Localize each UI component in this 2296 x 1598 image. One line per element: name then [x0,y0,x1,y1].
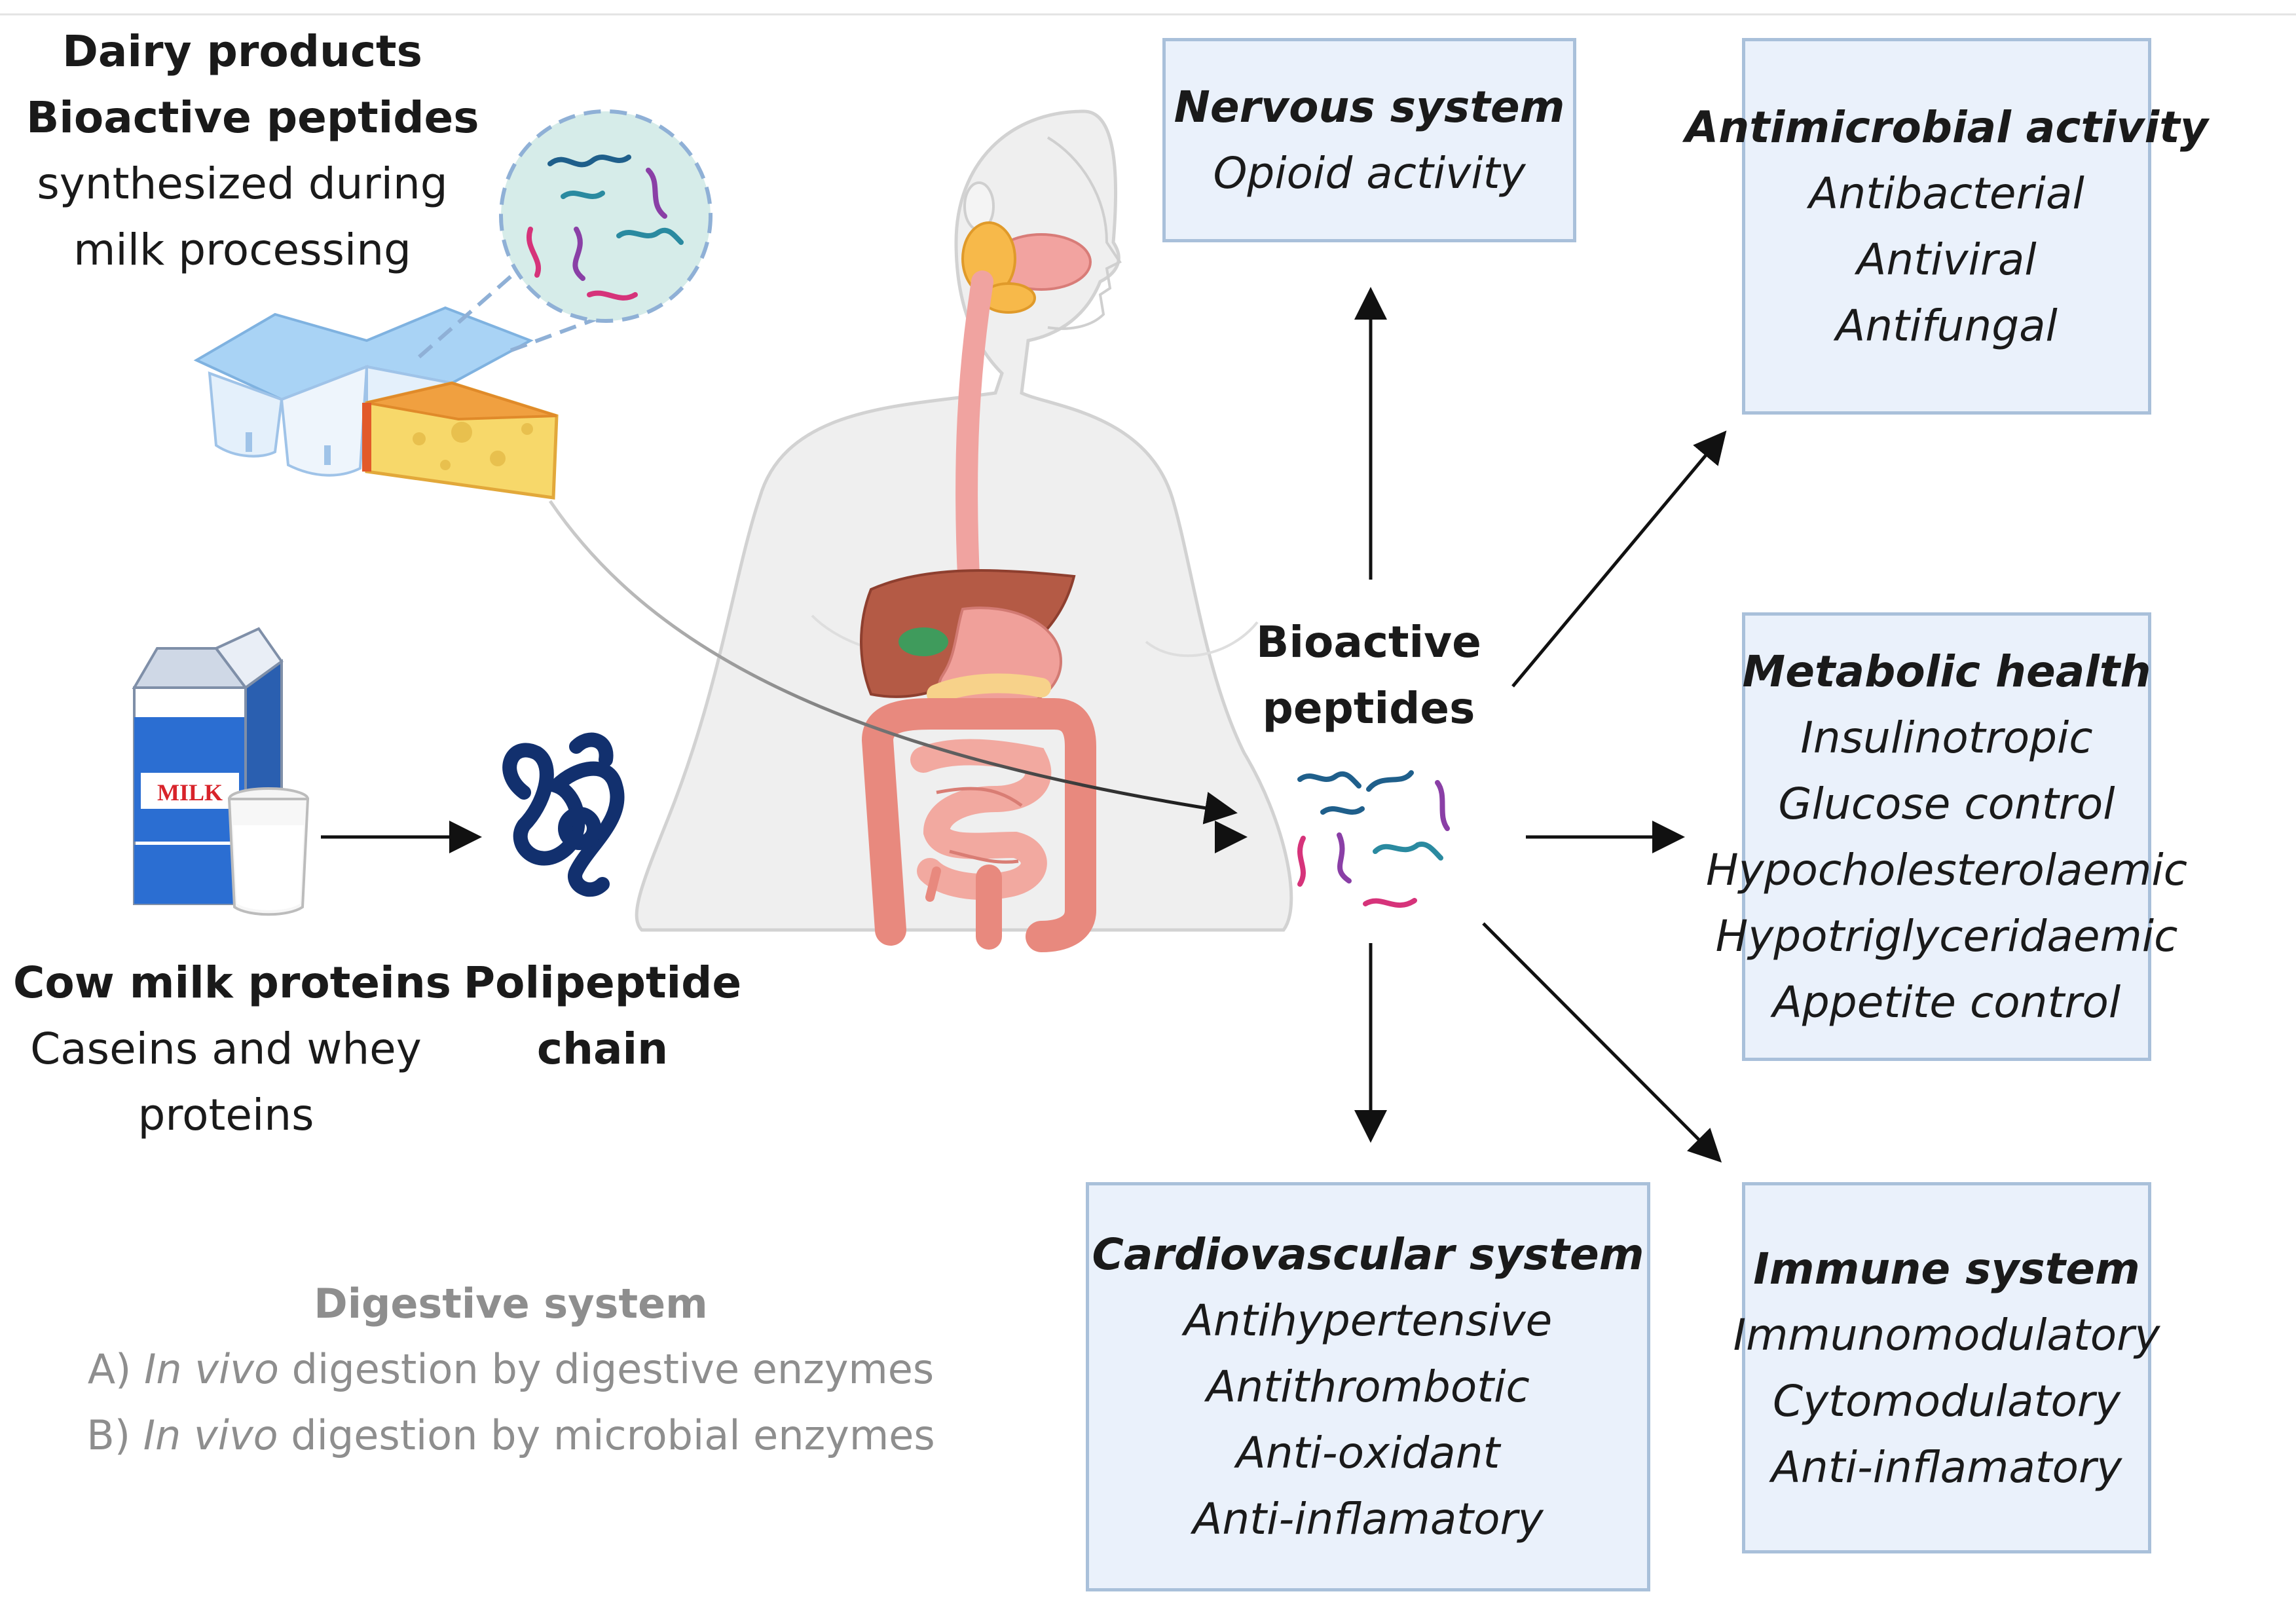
bioactive-line-1: Bioactive [1256,617,1481,667]
digestive-item-a-prefix: A) [87,1345,132,1393]
flow-arrows [321,287,1727,1163]
immune-title: Immune system [1753,1243,2140,1294]
digestive-item-a: A) In vivo digestion by digestive enzyme… [59,1336,963,1402]
metabolic-item: Glucose control [1778,778,2115,829]
cardiovascular-system-box: Cardiovascular system Antihypertensive A… [1086,1182,1650,1591]
cow-milk-label: Cow milk proteins Caseins and whey prote… [13,950,451,1148]
milk-carton-icon: MILK [132,627,284,906]
cardiovascular-item: Anti-inflamatory [1193,1494,1544,1544]
arrow-to-antimicrobial [1511,430,1727,688]
antimicrobial-item: Antifungal [1836,300,2058,351]
milk-carton-label: MILK [157,779,223,806]
polipeptide-line-2: chain [536,1024,669,1074]
digestive-item-a-italic: In vivo [144,1345,279,1393]
bioactive-peptides-icon [1297,770,1450,908]
milk-glass-icon [227,787,310,916]
cow-milk-title: Cow milk proteins [13,957,451,1008]
cow-milk-desc-1: Caseins and whey [30,1024,422,1074]
nervous-system-title: Nervous system [1174,82,1565,132]
polypeptide-chain-icon [502,732,625,897]
immune-item: Immunomodulatory [1733,1309,2160,1360]
antimicrobial-title: Antimicrobial activity [1685,102,2208,153]
cardiovascular-item: Antithrombotic [1206,1362,1530,1412]
bioactive-peptides-label: Bioactive peptides [1231,609,1506,741]
dairy-subtitle: Bioactive peptides [26,92,479,143]
cow-milk-desc-2: proteins [138,1090,314,1140]
metabolic-health-box: Metabolic health Insulinotropic Glucose … [1706,612,2187,1061]
metabolic-item: Hypotriglyceridaemic [1715,910,2178,961]
dairy-desc-2: milk processing [73,225,411,275]
antimicrobial-item: Antibacterial [1809,168,2084,219]
immune-system-box: Immune system Immunomodulatory Cytomodul… [1733,1182,2160,1553]
metabolic-item: Insulinotropic [1800,712,2093,763]
arrow-to-immune [1482,922,1722,1163]
cheese-icon [362,381,559,500]
metabolic-title: Metabolic health [1742,646,2151,697]
digestive-item-b-text: digestion by microbial enzymes [291,1411,935,1459]
dairy-label: Dairy products Bioactive peptides synthe… [26,18,479,283]
metabolic-item: Hypocholesterolaemic [1705,844,2188,895]
bioactive-line-2: peptides [1262,683,1475,734]
antimicrobial-box: Antimicrobial activity Antibacterial Ant… [1685,38,2208,415]
dairy-desc-1: synthesized during [37,158,448,209]
polipeptide-line-1: Polipeptide [463,957,742,1008]
digestive-item-a-text: digestion by digestive enzymes [291,1345,935,1393]
digestive-item-b: B) In vivo digestion by microbial enzyme… [59,1402,963,1468]
peptide-zoom-circle-icon [418,109,713,359]
digestive-item-b-italic: In vivo [143,1411,278,1459]
immune-item: Anti-inflamatory [1771,1441,2122,1493]
digestive-tract-icon [860,221,1096,952]
cardiovascular-item: Antihypertensive [1183,1295,1553,1346]
cardiovascular-item: Anti-oxidant [1236,1428,1500,1478]
arrow-dairy-to-peptides [548,500,1238,825]
cardiovascular-title: Cardiovascular system [1092,1229,1644,1280]
immune-item: Cytomodulatory [1772,1375,2121,1426]
nervous-system-box: Nervous system Opioid activity [1162,38,1576,242]
digestive-title: Digestive system [314,1280,708,1328]
antimicrobial-item: Antiviral [1857,234,2037,285]
nervous-item: Opioid activity [1213,148,1526,198]
metabolic-item: Appetite control [1772,976,2121,1028]
digestive-item-b-prefix: B) [86,1411,131,1459]
polipeptide-label: Polipeptide chain [452,950,753,1082]
dairy-title: Dairy products [62,26,422,77]
